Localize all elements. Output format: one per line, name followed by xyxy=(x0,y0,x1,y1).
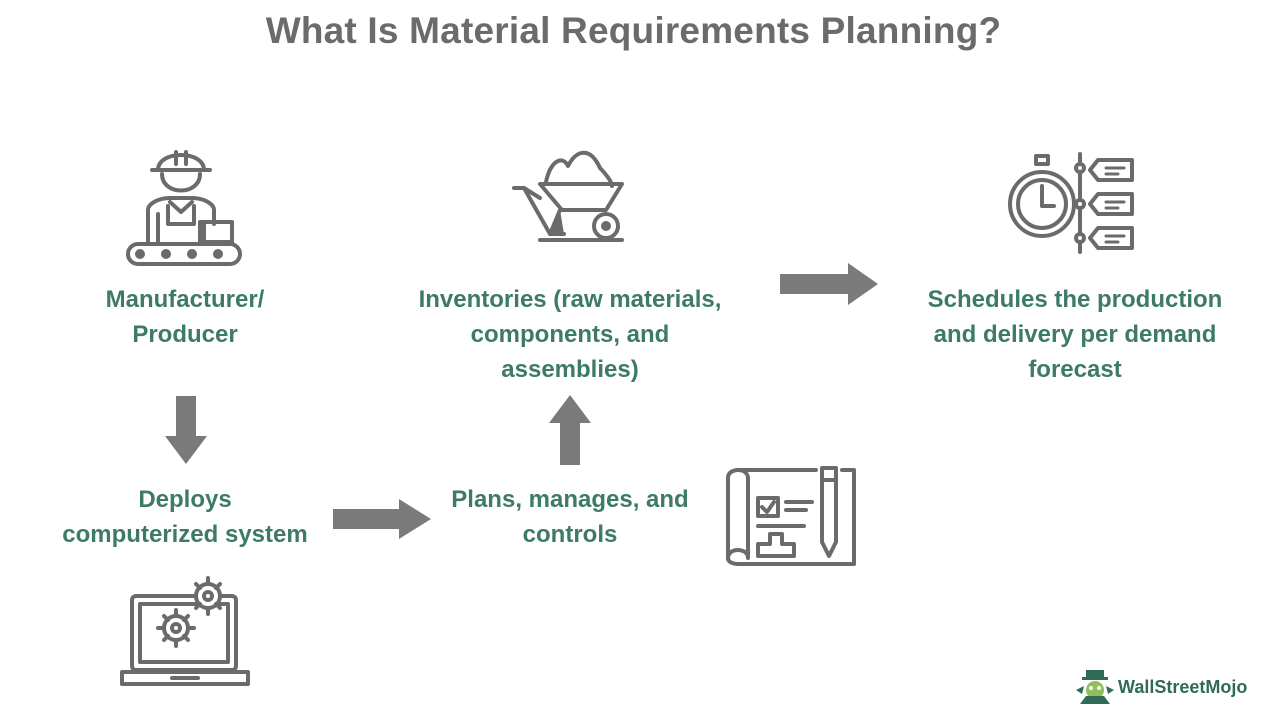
stopwatch-schedule-icon xyxy=(1008,152,1134,254)
schedules-label: Schedules the production and delivery pe… xyxy=(895,282,1255,387)
deploys-line: computerized system xyxy=(62,521,308,548)
brand-logo: WallStreetMojo xyxy=(1076,668,1256,708)
deploys-label: Deploys computerized system xyxy=(35,482,335,552)
plans-label: Plans, manages, and controls xyxy=(430,482,710,552)
manufacturer-line: Producer xyxy=(132,321,238,348)
inventories-line: Inventories (raw materials, xyxy=(418,286,722,313)
schedules-line: Schedules the production xyxy=(927,286,1223,313)
schedules-line: and delivery per demand xyxy=(933,321,1217,348)
inventories-line: components, and xyxy=(470,321,670,348)
plans-line: Plans, manages, and xyxy=(451,486,689,513)
worker-conveyor-icon xyxy=(126,150,242,266)
brand-logo-text: WallStreetMojo xyxy=(1118,677,1248,697)
schedules-line: forecast xyxy=(1028,356,1122,383)
plans-line: controls xyxy=(522,521,618,548)
mascot-icon xyxy=(1076,670,1114,704)
arrow-down xyxy=(165,396,207,464)
inventories-line: assemblies) xyxy=(501,356,639,383)
manufacturer-label: Manufacturer/ Producer xyxy=(40,282,330,352)
arrow-up xyxy=(549,395,591,465)
inventories-label: Inventories (raw materials, components, … xyxy=(390,282,750,387)
laptop-gears-icon xyxy=(120,576,250,686)
arrow-right-bottom xyxy=(333,499,431,539)
manufacturer-line: Manufacturer/ xyxy=(105,286,265,313)
deploys-line: Deploys xyxy=(138,486,232,513)
wheelbarrow-icon xyxy=(512,150,624,242)
page-title: What Is Material Requirements Planning? xyxy=(265,10,1002,51)
arrow-right-top xyxy=(780,263,878,305)
blueprint-pencil-icon xyxy=(726,466,856,566)
